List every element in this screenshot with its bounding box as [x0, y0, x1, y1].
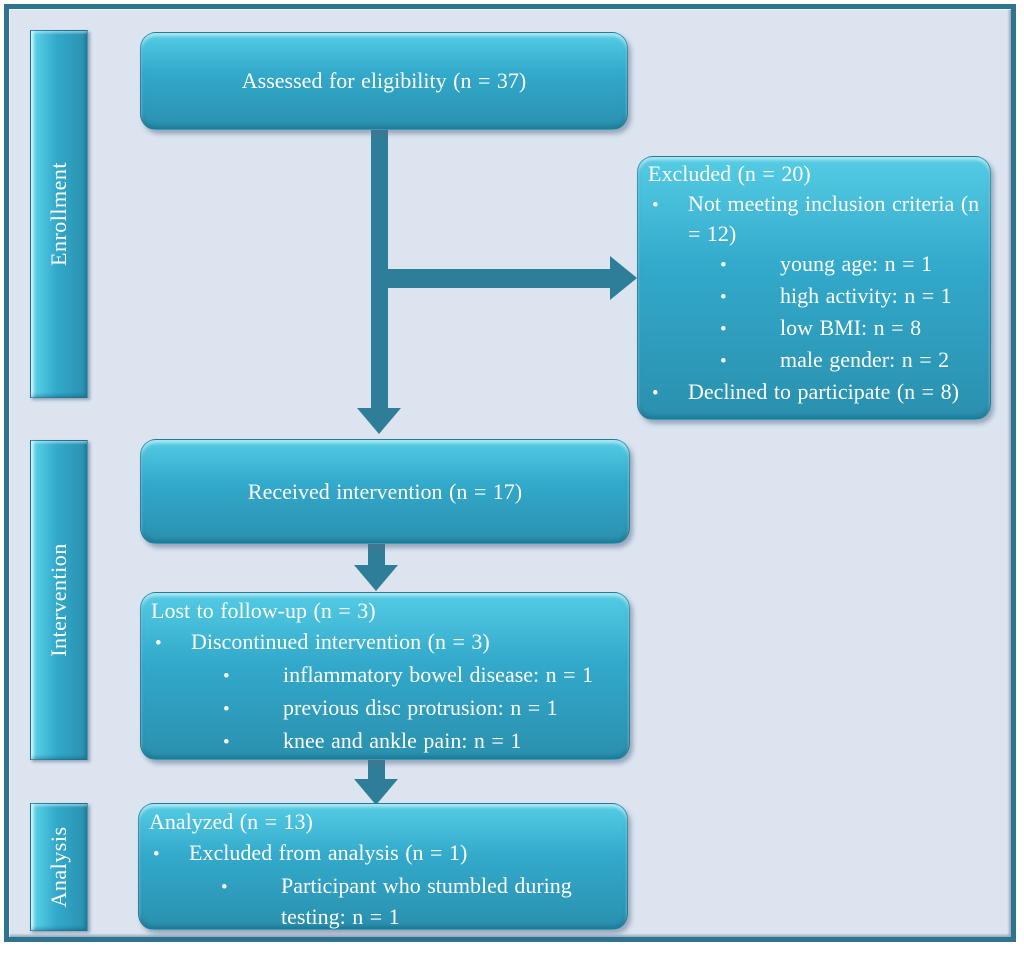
- received-box: Received intervention (n = 17): [140, 439, 630, 544]
- list-item: • inflammatory bowel disease: n = 1: [213, 659, 621, 692]
- bullet-icon: •: [223, 699, 230, 720]
- bullet-icon: •: [652, 383, 659, 404]
- stage-bar-enrollment: Enrollment: [30, 30, 88, 398]
- arrow-head-down-icon: [357, 408, 401, 434]
- list-item: • knee and ankle pain: n = 1: [213, 725, 621, 758]
- arrow-shaft: [368, 758, 385, 783]
- box-title: Assessed for eligibility (n = 37): [241, 68, 527, 93]
- list-item-text: Discontinued intervention (n = 3): [191, 629, 490, 654]
- arrow-head-down-icon: [354, 565, 398, 591]
- list-item-text: Declined to participate (n = 8): [688, 379, 959, 404]
- bullet-icon: •: [221, 877, 228, 898]
- list-item-text: previous disc protrusion: n = 1: [283, 695, 558, 720]
- bullet-icon: •: [720, 351, 727, 372]
- list-item: • low BMI: n = 8: [710, 313, 982, 345]
- bullet-icon: •: [155, 633, 162, 654]
- box-title: Excluded (n = 20): [648, 161, 811, 186]
- lost-to-followup-box: Lost to follow-up (n = 3) • Discontinued…: [140, 592, 630, 760]
- list-item: • Excluded from analysis (n = 1): [149, 837, 619, 870]
- list-item-text: knee and ankle pain: n = 1: [283, 728, 522, 753]
- arrow-shaft: [371, 128, 388, 410]
- list-item-text: high activity: n = 1: [780, 283, 952, 308]
- excluded-box: Excluded (n = 20) • Not meeting inclusio…: [637, 156, 991, 420]
- list-item-text: Excluded from analysis (n = 1): [189, 840, 468, 865]
- analyzed-box: Analyzed (n = 13) • Excluded from analys…: [138, 803, 628, 930]
- assessed-box: Assessed for eligibility (n = 37): [140, 32, 628, 130]
- list-item-text: low BMI: n = 8: [780, 315, 922, 340]
- list-item-text: Participant who stumbled during testing:…: [281, 873, 572, 929]
- list-item-text: male gender: n = 2: [780, 347, 950, 372]
- bullet-icon: •: [720, 319, 727, 340]
- list-item-text: Not meeting inclusion criteria (n = 12): [688, 191, 980, 246]
- list-item: • high activity: n = 1: [710, 281, 982, 313]
- stage-label-enrollment: Enrollment: [46, 162, 71, 266]
- stage-bar-intervention: Intervention: [30, 440, 88, 760]
- bullet-icon: •: [720, 255, 727, 276]
- stage-bar-analysis: Analysis: [30, 803, 88, 931]
- list-item: • male gender: n = 2: [710, 345, 982, 377]
- list-item: • Not meeting inclusion criteria (n = 12…: [648, 189, 982, 249]
- list-item: • previous disc protrusion: n = 1: [213, 692, 621, 725]
- stage-label-intervention: Intervention: [46, 543, 71, 657]
- arrow-head-right-icon: [610, 256, 637, 300]
- box-title: Lost to follow-up (n = 3): [151, 598, 376, 623]
- bullet-icon: •: [720, 287, 727, 308]
- arrow-shaft: [388, 269, 611, 288]
- bullet-icon: •: [223, 732, 230, 753]
- list-item: • Declined to participate (n = 8): [648, 377, 982, 409]
- list-item: • Discontinued intervention (n = 3): [151, 626, 621, 659]
- list-item: • young age: n = 1: [710, 249, 982, 281]
- list-item-text: young age: n = 1: [780, 251, 933, 276]
- arrow-shaft: [368, 542, 385, 569]
- box-title: Received intervention (n = 17): [247, 478, 523, 504]
- stage-label-analysis: Analysis: [46, 826, 71, 908]
- list-item: • Participant who stumbled during testin…: [211, 870, 619, 932]
- bullet-icon: •: [223, 666, 230, 687]
- arrow-head-down-icon: [354, 779, 398, 805]
- box-title: Analyzed (n = 13): [149, 809, 313, 834]
- bullet-icon: •: [153, 844, 160, 865]
- bullet-icon: •: [652, 195, 659, 216]
- list-item-text: inflammatory bowel disease: n = 1: [283, 662, 594, 687]
